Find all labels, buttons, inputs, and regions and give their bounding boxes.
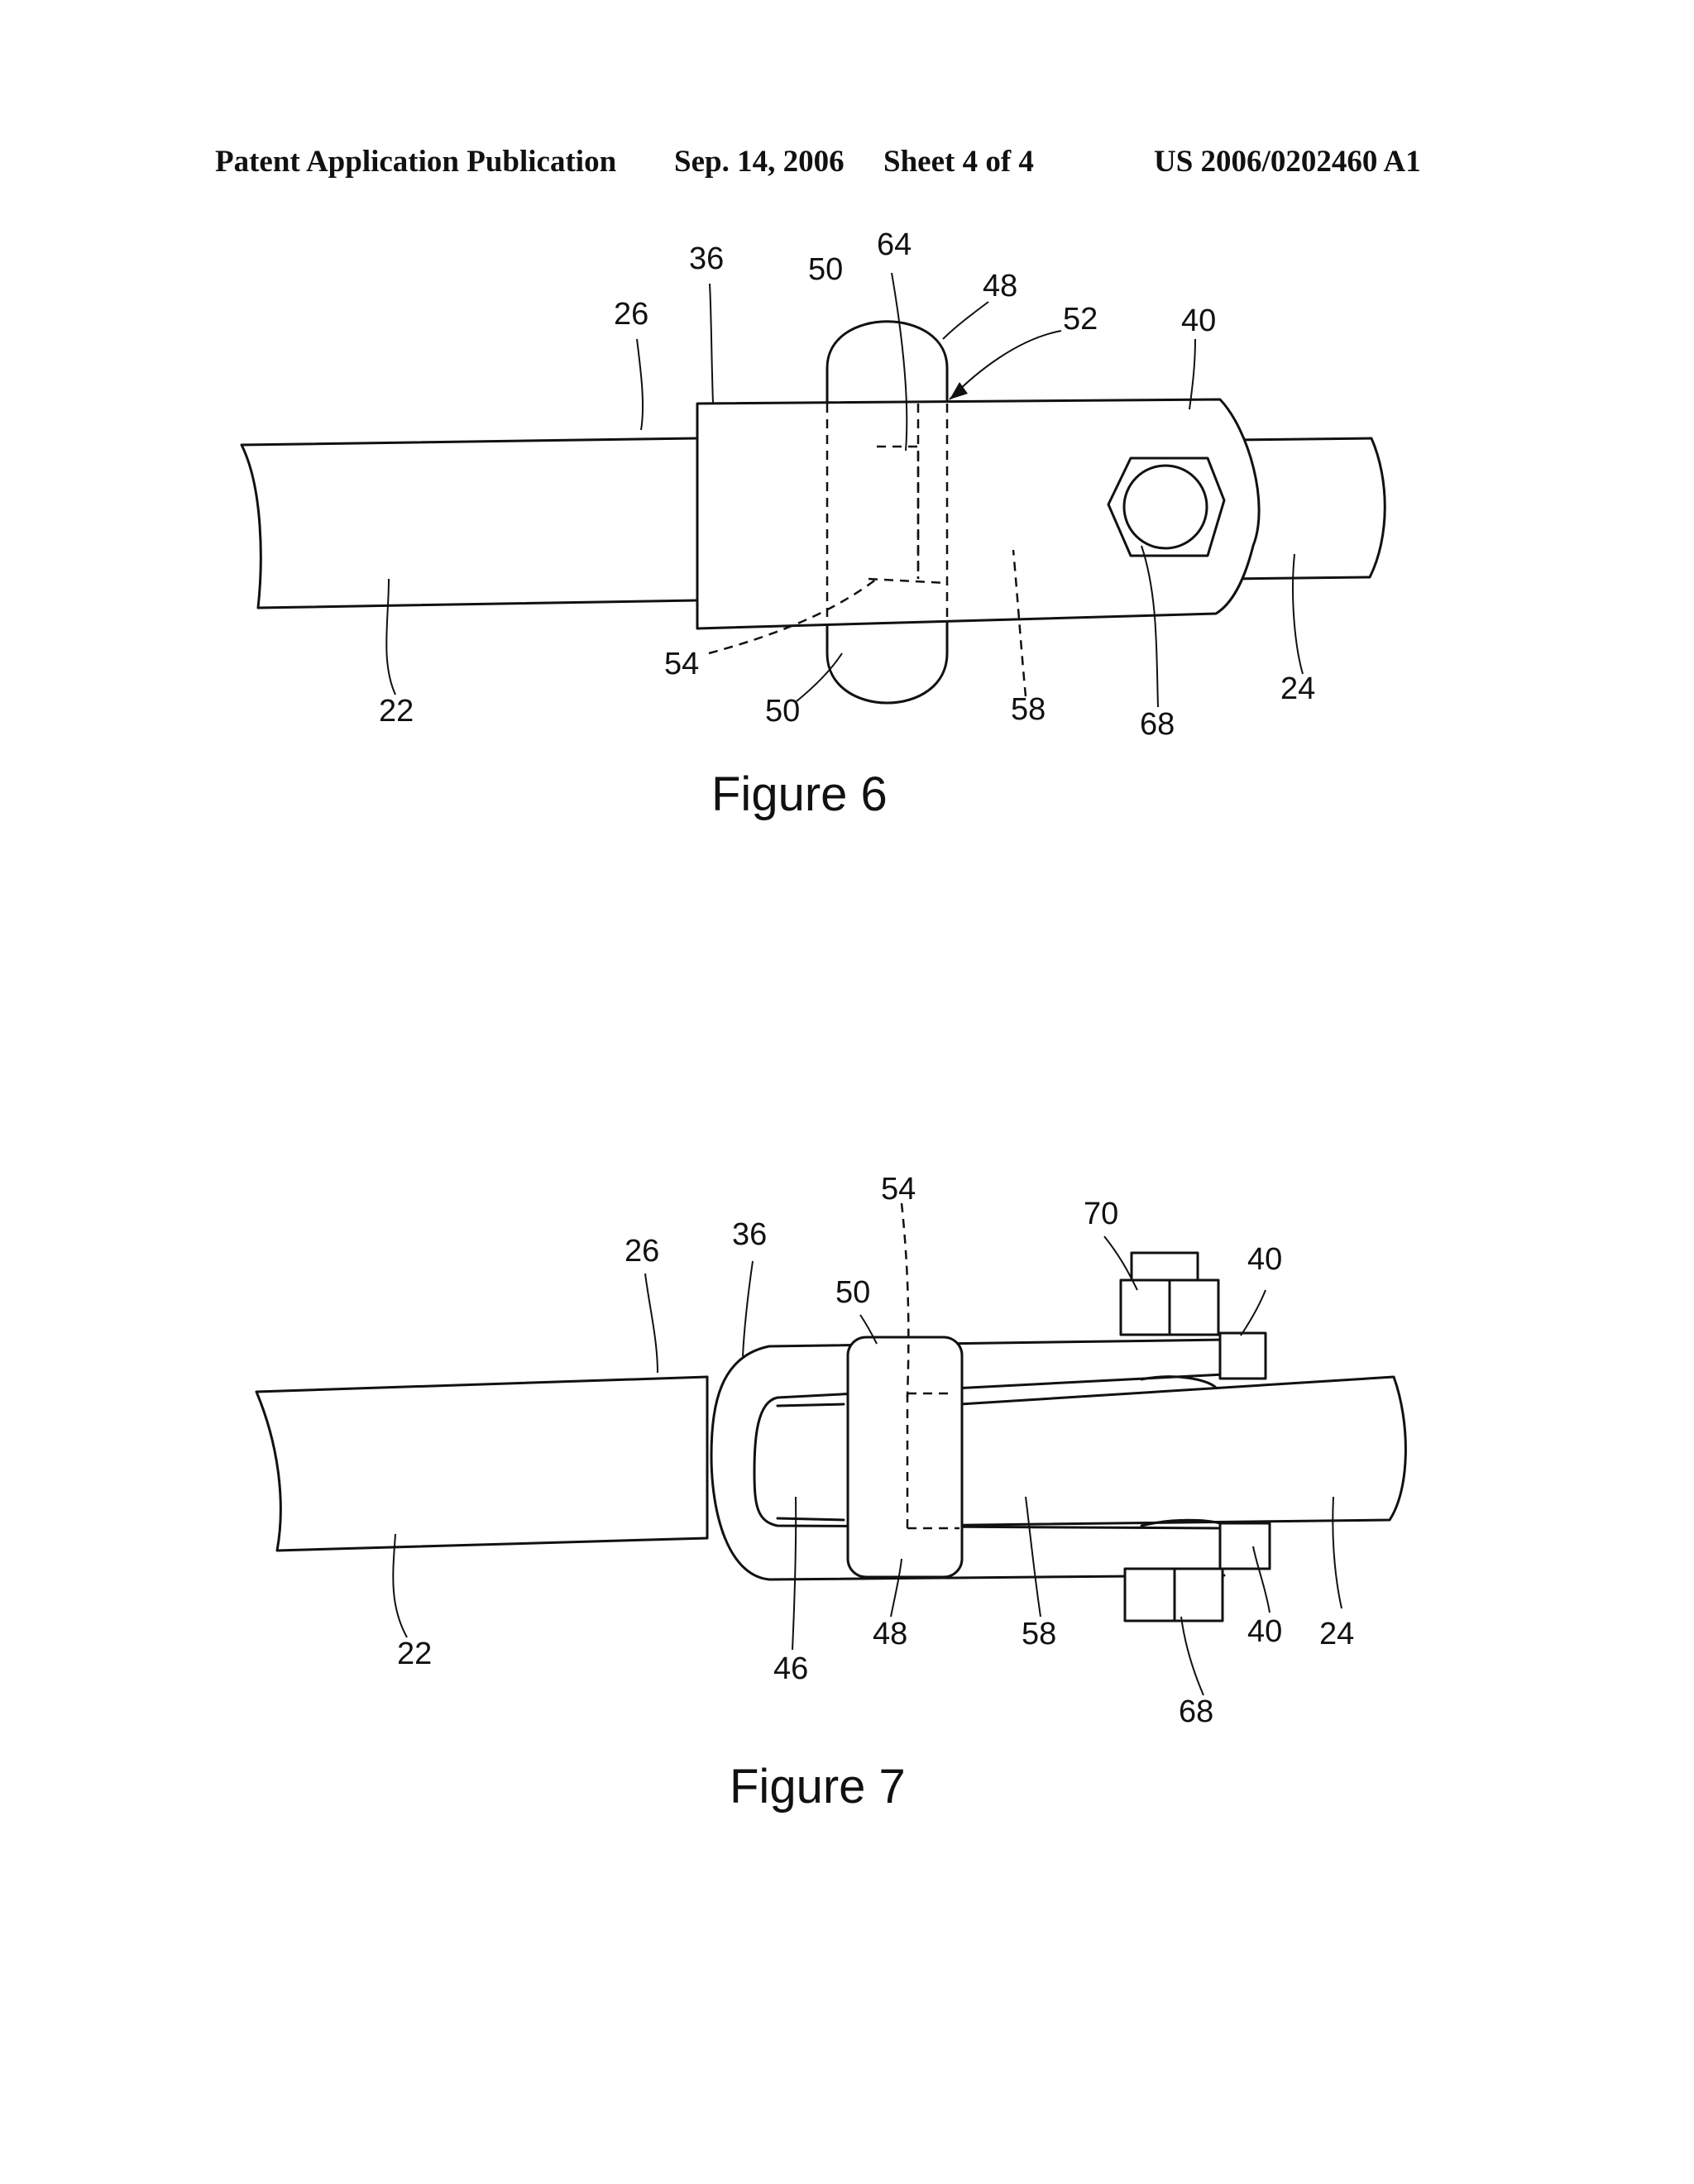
- figure-6-drawing: 36 64 50 48 26 52 40 54 22 50 58 68 24 F…: [240, 227, 1386, 821]
- fig7-leader-48: [890, 1558, 902, 1618]
- fig6-leader-64: [891, 272, 908, 452]
- fig6-leader-22: [385, 578, 396, 695]
- fig7-weld-top: [1140, 1375, 1218, 1389]
- fig7-label-70: 70: [1084, 1197, 1118, 1231]
- figure-7-caption: Figure 7: [730, 1760, 906, 1814]
- fig7-right-pipe: [907, 1375, 1407, 1527]
- fig6-leader-24: [1292, 553, 1304, 675]
- fig6-label-26: 26: [614, 297, 648, 332]
- fig6-leader-54: [708, 577, 878, 655]
- fig6-leader-26: [636, 338, 644, 431]
- header-sheet: Sheet 4 of 4: [883, 145, 1034, 179]
- fig6-label-40: 40: [1181, 303, 1216, 338]
- fig6-right-pipe: [1227, 437, 1386, 581]
- fig7-label-36: 36: [732, 1217, 767, 1252]
- fig6-label-64: 64: [877, 227, 912, 262]
- header-patent-number: US 2006/0202460 A1: [1154, 145, 1421, 179]
- header-date: Sep. 14, 2006: [674, 145, 845, 179]
- fig7-leader-50: [859, 1314, 878, 1345]
- fig7-clip: [846, 1336, 964, 1579]
- fig6-label-68: 68: [1140, 707, 1175, 742]
- fig6-label-48: 48: [983, 269, 1017, 303]
- figure-6-caption: Figure 6: [711, 767, 888, 821]
- fig7-leader-36: [742, 1260, 754, 1357]
- fig7-label-26: 26: [624, 1234, 659, 1269]
- fig7-weld-bottom: [1140, 1518, 1222, 1527]
- fig6-label-58: 58: [1011, 692, 1046, 727]
- fig7-strap-inner-edge: [776, 1403, 845, 1522]
- fig6-bolt-washer: [1122, 464, 1208, 550]
- fig6-leader-50b: [796, 652, 843, 702]
- fig7-nut-top-cap: [1130, 1251, 1199, 1283]
- figure-7-drawing: 54 70 36 40 26 50 22 46 48 58 40 24 68 F…: [255, 1172, 1407, 1814]
- fig6-label-54: 54: [664, 647, 699, 681]
- header-publication-type: Patent Application Publication: [215, 145, 617, 179]
- fig7-u-strap-inner: [753, 1373, 1226, 1530]
- fig7-leader-70: [1103, 1235, 1138, 1291]
- fig7-strap-end-top: [1218, 1331, 1267, 1380]
- fig7-leader-40a: [1240, 1289, 1266, 1336]
- fig6-arrowhead-52: [950, 382, 968, 399]
- fig6-leader-58: [1012, 549, 1027, 697]
- fig7-label-40-bottom: 40: [1247, 1614, 1282, 1649]
- fig7-leader-24: [1332, 1496, 1342, 1609]
- fig7-label-40-top: 40: [1247, 1242, 1282, 1277]
- fig6-label-24: 24: [1280, 671, 1315, 706]
- fig6-label-50-bottom: 50: [765, 694, 800, 729]
- fig6-leader-52: [949, 330, 1062, 400]
- fig6-clip-top-tab: [825, 320, 949, 404]
- fig7-label-48: 48: [873, 1617, 907, 1651]
- fig6-label-36: 36: [689, 241, 724, 276]
- fig7-label-68: 68: [1179, 1694, 1213, 1729]
- fig7-strap-end-bottom: [1218, 1522, 1271, 1570]
- fig7-leader-22: [392, 1533, 408, 1638]
- fig7-leader-58: [1025, 1496, 1041, 1618]
- fig7-leader-54: [900, 1202, 910, 1398]
- fig6-leader-68: [1141, 545, 1159, 708]
- fig7-label-50: 50: [835, 1275, 870, 1310]
- fig7-label-22: 22: [397, 1637, 432, 1671]
- fig7-label-58: 58: [1022, 1617, 1056, 1651]
- fig6-label-22: 22: [379, 694, 414, 729]
- fig6-leader-36: [709, 283, 714, 404]
- fig6-hidden-recess: [877, 445, 920, 579]
- fig6-coupling-body: [696, 398, 1261, 630]
- fig7-leader-68: [1180, 1616, 1204, 1696]
- fig6-leader-48: [942, 301, 989, 340]
- fig6-left-pipe: [240, 437, 699, 609]
- fig7-hidden-recess: [906, 1392, 959, 1530]
- fig7-label-24: 24: [1319, 1617, 1354, 1651]
- fig7-label-54: 54: [881, 1172, 916, 1207]
- fig7-leader-46: [792, 1496, 797, 1651]
- fig6-label-50-top: 50: [808, 252, 843, 287]
- fig7-leader-40b: [1252, 1546, 1270, 1613]
- fig7-u-strap-outer: [710, 1338, 1226, 1581]
- fig7-label-46: 46: [773, 1651, 808, 1686]
- fig6-clip-bottom-tab: [825, 620, 949, 705]
- fig6-leader-40: [1189, 338, 1196, 410]
- fig7-left-pipe: [255, 1375, 709, 1552]
- fig6-hidden-clip: [825, 404, 949, 624]
- fig6-label-52: 52: [1063, 302, 1098, 337]
- fig7-leader-26: [644, 1273, 658, 1374]
